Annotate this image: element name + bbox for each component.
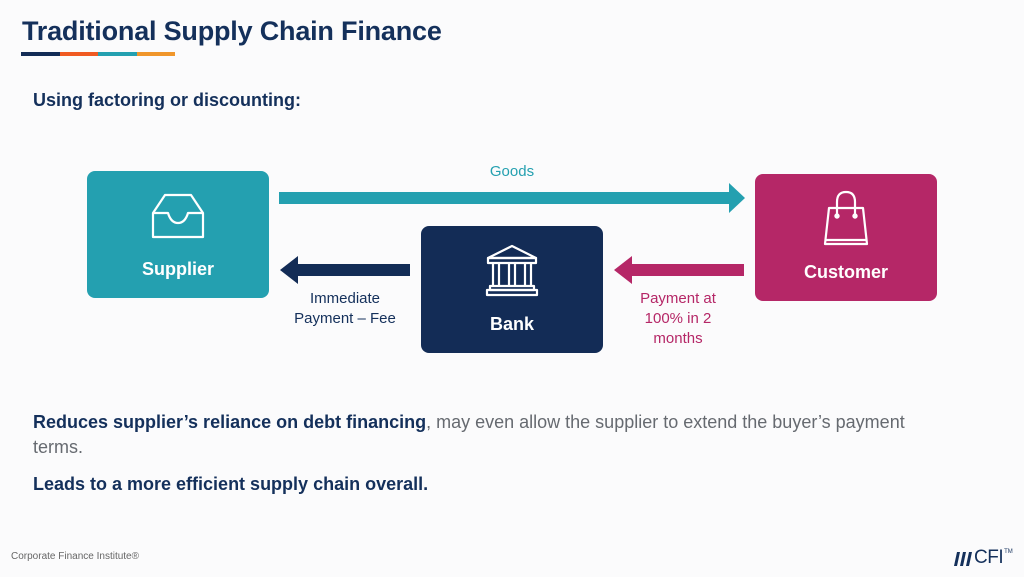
label-line: Payment – Fee xyxy=(294,310,396,327)
underline-segment xyxy=(21,52,60,56)
title-underline xyxy=(21,52,175,56)
cfi-logo-text: CFI xyxy=(974,547,1004,568)
underline-segment xyxy=(98,52,137,56)
goods-arrow xyxy=(279,183,745,213)
immediate-payment-arrow xyxy=(280,256,410,284)
benefit-text-2: Leads to a more efficient supply chain o… xyxy=(33,474,429,494)
underline-segment xyxy=(59,52,98,56)
label-line: months xyxy=(653,330,703,347)
benefit-text-1: Reduces supplier’s reliance on debt fina… xyxy=(33,410,933,460)
footer-credit: Corporate Finance Institute® xyxy=(11,551,139,562)
supplier-label: Supplier xyxy=(141,259,214,279)
label-line: 100% in 2 xyxy=(644,310,712,327)
customer-node: Customer xyxy=(755,174,937,301)
label-line: Immediate xyxy=(309,290,381,307)
customer-payment-arrow xyxy=(614,256,744,284)
immediate-payment-label: Immediate Payment – Fee xyxy=(280,289,410,329)
supplier-node: Supplier xyxy=(87,171,269,298)
bank-label: Bank xyxy=(489,314,534,334)
customer-label: Customer xyxy=(803,262,888,282)
shopping-bag-icon xyxy=(823,190,869,246)
subtitle: Using factoring or discounting: xyxy=(33,90,301,110)
cfi-trademark: TM xyxy=(1004,549,1013,555)
cfi-stripes-icon xyxy=(954,552,972,566)
bank-node: Bank xyxy=(421,226,603,353)
bank-building-icon xyxy=(485,244,539,297)
label-line: Payment at xyxy=(640,290,716,307)
inbox-tray-icon xyxy=(151,193,205,239)
underline-segment xyxy=(136,52,175,56)
page-title: Traditional Supply Chain Finance xyxy=(22,16,442,46)
benefit-1-rest: , may even allow the supplier to extend … xyxy=(33,412,905,457)
customer-payment-label: Payment at 100% in 2 months xyxy=(618,289,738,349)
benefit-1-bold: Reduces supplier’s reliance on debt fina… xyxy=(33,412,427,432)
goods-label: Goods xyxy=(489,163,535,180)
cfi-logo: CFI TM xyxy=(954,547,1013,569)
